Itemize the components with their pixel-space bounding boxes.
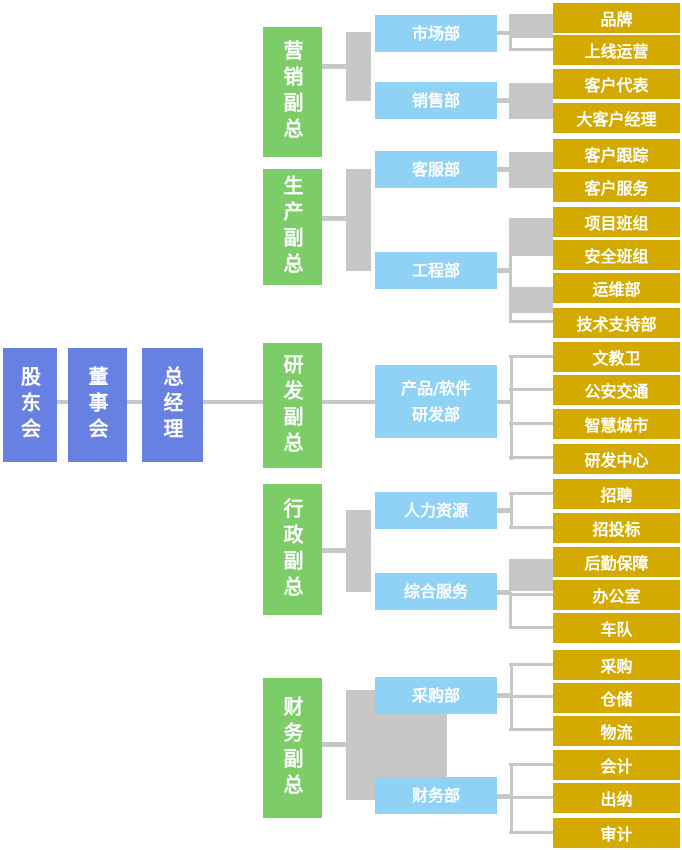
node-team-public-security-traffic[interactable]: 公安交通	[553, 375, 680, 405]
node-team-project-crew[interactable]: 项目班组	[553, 207, 680, 237]
connector-team-arm	[509, 695, 553, 698]
connector-team-arm	[509, 831, 553, 834]
connector-team-vline	[510, 492, 513, 529]
node-team-accounting[interactable]: 会计	[553, 750, 680, 780]
connector-dept-arm	[497, 268, 509, 273]
node-vp-marketing[interactable]: 营销副总	[263, 27, 322, 157]
node-dept-customer-service[interactable]: 客服部	[375, 151, 497, 188]
connector-team-arm	[509, 663, 553, 666]
connector-team-arm	[509, 422, 553, 425]
connector-vp-bar	[346, 32, 371, 101]
node-dept-procurement[interactable]: 采购部	[375, 677, 497, 714]
node-vp-production[interactable]: 生产副总	[263, 169, 322, 285]
connector-dept-arm	[497, 31, 509, 35]
node-board-of-directors[interactable]: 董事会	[68, 348, 127, 462]
node-general-manager[interactable]: 总经理	[142, 348, 203, 462]
connector-team-vline	[510, 356, 513, 460]
connector-vp-arm	[322, 64, 346, 69]
connector-team-arm	[509, 456, 553, 459]
connector-team-arm	[509, 763, 553, 766]
connector-team-block	[509, 152, 553, 188]
connector-vp-arm	[322, 548, 346, 553]
connector-team-vline	[509, 38, 512, 51]
node-team-smart-city[interactable]: 智慧城市	[553, 409, 680, 439]
connector-dept-arm	[497, 167, 509, 172]
connector-chain-line	[322, 400, 375, 404]
node-team-warehousing[interactable]: 仓储	[553, 683, 680, 713]
node-dept-engineering[interactable]: 工程部	[375, 252, 497, 289]
connector-team-block	[509, 14, 553, 38]
connector-chain-line	[497, 400, 510, 404]
node-vp-admin[interactable]: 行政副总	[263, 484, 322, 615]
connector-team-arm	[509, 492, 553, 495]
connector-dept-arm	[497, 590, 511, 595]
node-team-customer-representative[interactable]: 客户代表	[553, 69, 680, 99]
connector-team-block	[509, 218, 553, 254]
node-dept-marketing[interactable]: 市场部	[375, 15, 497, 52]
connector-chain-line	[203, 400, 263, 404]
node-team-tech-support[interactable]: 技术支持部	[553, 308, 680, 338]
node-team-culture-education-health[interactable]: 文教卫	[553, 342, 680, 372]
node-shareholders[interactable]: 股东会	[3, 348, 57, 462]
connector-team-arm	[509, 593, 553, 596]
node-vp-rnd[interactable]: 研发副总	[263, 343, 322, 468]
connector-dept-arm	[497, 794, 510, 799]
node-dept-finance[interactable]: 财务部	[375, 777, 497, 814]
node-team-customer-care[interactable]: 客户服务	[553, 172, 680, 202]
node-team-bidding[interactable]: 招投标	[553, 513, 680, 543]
node-vp-finance[interactable]: 财务副总	[263, 678, 322, 818]
connector-team-arm	[509, 48, 553, 51]
connector-dept-arm	[497, 98, 509, 103]
node-team-key-account-manager[interactable]: 大客户经理	[553, 103, 680, 133]
connector-chain-line	[127, 400, 142, 404]
node-team-ops-maintenance[interactable]: 运维部	[553, 273, 680, 303]
connector-team-arm	[509, 388, 553, 391]
connector-dept-arm	[497, 508, 510, 513]
node-team-safety-crew[interactable]: 安全班组	[553, 240, 680, 270]
connector-dept-arm	[497, 693, 510, 698]
node-dept-sales[interactable]: 销售部	[375, 82, 497, 119]
connector-team-block	[509, 83, 553, 119]
node-team-audit[interactable]: 审计	[553, 818, 680, 848]
connector-vp-bar	[346, 510, 371, 592]
node-team-logistics-support[interactable]: 后勤保障	[553, 547, 680, 577]
connector-vp-arm	[322, 742, 346, 747]
connector-team-vline	[509, 224, 512, 323]
connector-team-vline	[509, 592, 512, 628]
connector-team-arm	[509, 320, 553, 323]
node-team-office[interactable]: 办公室	[553, 580, 680, 610]
connector-team-block	[509, 287, 553, 313]
connector-team-arm	[509, 253, 553, 256]
connector-team-arm	[509, 355, 553, 358]
connector-team-block	[509, 559, 553, 591]
connector-team-arm	[509, 626, 553, 629]
connector-vp-arm	[322, 216, 346, 221]
node-dept-general-services[interactable]: 综合服务	[375, 573, 497, 610]
connector-team-arm	[509, 728, 553, 731]
connector-team-arm	[509, 526, 553, 529]
node-team-cashier[interactable]: 出纳	[553, 783, 680, 813]
node-dept-product-software-rnd[interactable]: 产品/软件 研发部	[375, 365, 497, 438]
node-team-brand[interactable]: 品牌	[553, 3, 680, 33]
node-team-online-operations[interactable]: 上线运营	[553, 35, 680, 65]
node-team-recruiting[interactable]: 招聘	[553, 479, 680, 509]
connector-vp-bar	[346, 169, 371, 271]
node-team-purchasing[interactable]: 采购	[553, 650, 680, 680]
node-team-customer-tracking[interactable]: 客户跟踪	[553, 139, 680, 169]
connector-chain-line	[57, 400, 68, 404]
node-team-rnd-center[interactable]: 研发中心	[553, 444, 680, 474]
node-dept-hr[interactable]: 人力资源	[375, 492, 497, 529]
node-team-logistics[interactable]: 物流	[553, 716, 680, 746]
node-team-motor-pool[interactable]: 车队	[553, 613, 680, 643]
connector-team-arm	[509, 796, 553, 799]
